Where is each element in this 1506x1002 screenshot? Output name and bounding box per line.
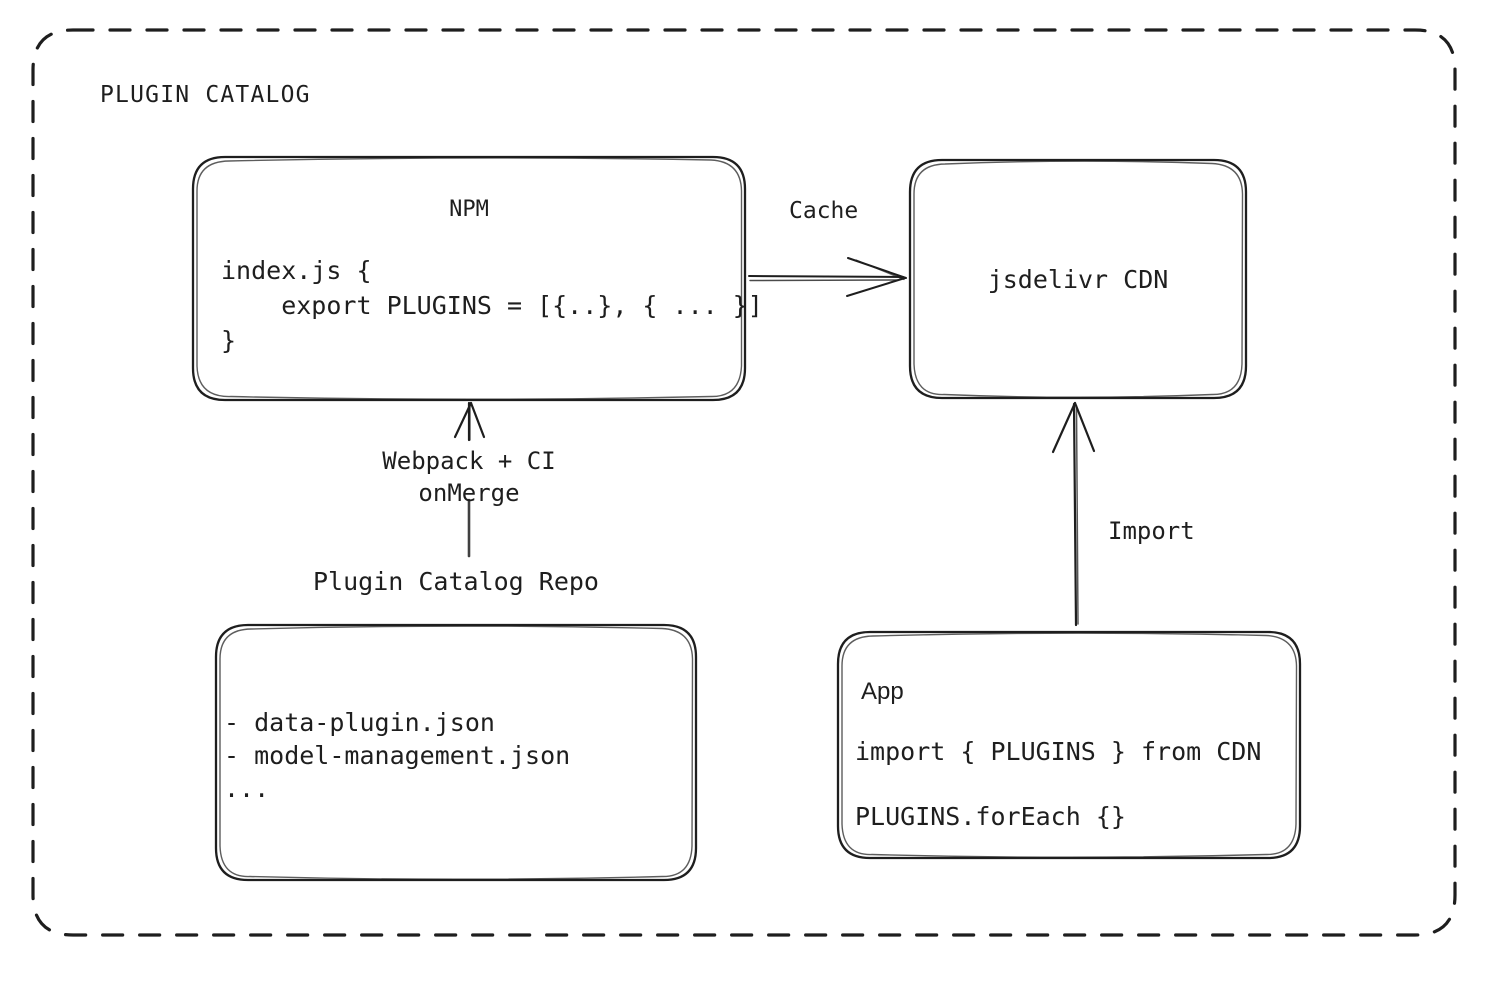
cache-edge-arrow — [748, 257, 907, 297]
repo-node-label: Plugin Catalog Repo — [313, 567, 599, 596]
cache-edge-label: Cache — [789, 198, 859, 224]
npm-code-block: index.js { export PLUGINS = [{..}, { ...… — [221, 256, 763, 355]
npm-node-title: NPM — [449, 197, 489, 222]
plugin-catalog-title: PLUGIN CATALOG — [100, 82, 311, 108]
app-import-line: import { PLUGINS } from CDN — [855, 737, 1262, 766]
app-node-title: App — [861, 678, 904, 705]
import-edge-label: Import — [1108, 517, 1195, 545]
cdn-node-title: jsdelivr CDN — [987, 265, 1169, 294]
repo-file-list: - data-plugin.json - model-management.js… — [224, 708, 571, 803]
build-edge-label-line2: onMerge — [418, 479, 520, 507]
app-foreach-line: PLUGINS.forEach {} — [855, 802, 1126, 831]
build-edge-label-line1: Webpack + CI — [382, 447, 556, 475]
import-edge-arrow — [1051, 401, 1096, 627]
